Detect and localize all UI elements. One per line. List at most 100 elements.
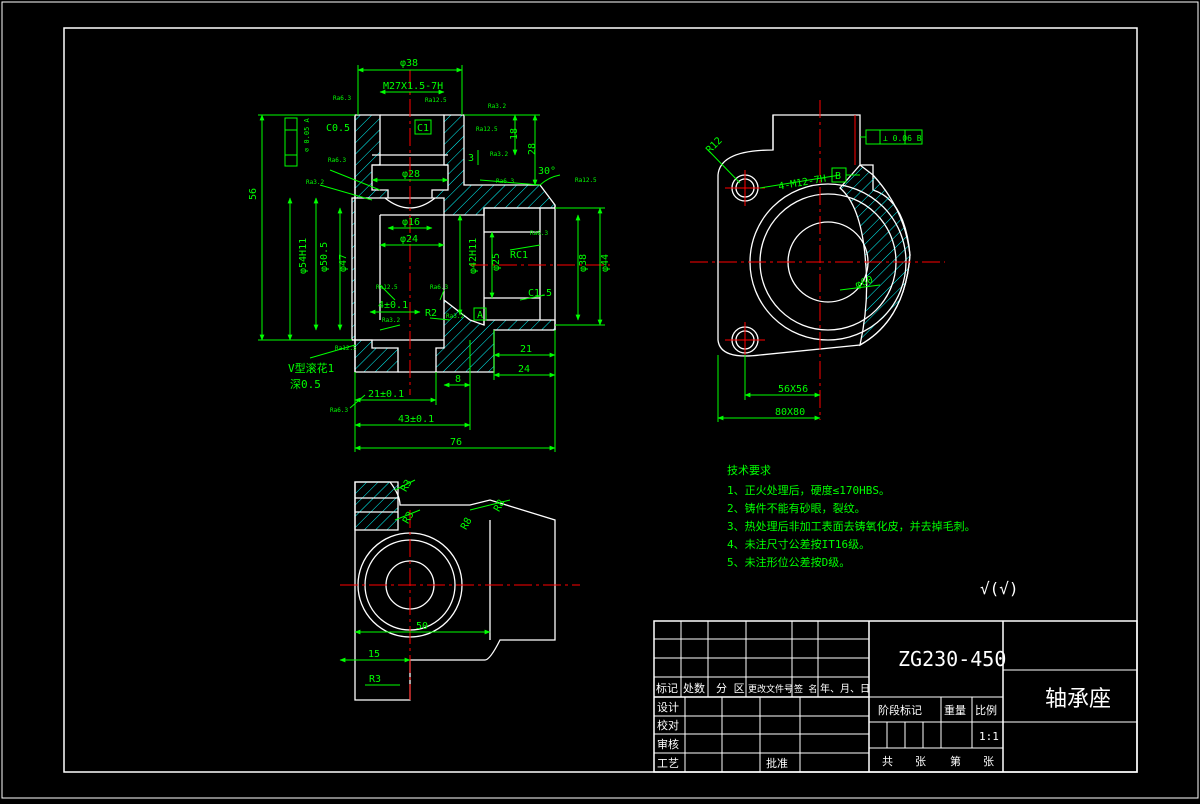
ra-5: Ra3.2 <box>490 151 508 158</box>
hdr-date: 年、月、日 <box>820 682 870 695</box>
bottom-hatch <box>354 481 399 531</box>
side-view <box>690 100 945 420</box>
dim-r3-mid: R3 <box>401 510 417 526</box>
part-name: 轴承座 <box>1045 687 1111 712</box>
note-4: 4、未注尺寸公差按IT16级。 <box>727 537 870 551</box>
hdr-sign: 签 名 <box>794 683 817 695</box>
dim-r3-bottom: R3 <box>369 674 381 685</box>
groove-depth: 深0.5 <box>290 378 321 391</box>
total-label: 共 <box>882 755 893 768</box>
bottom-view <box>340 481 580 701</box>
dim-d38-top: φ38 <box>400 58 418 69</box>
ra-12: Ra3.2 <box>382 317 400 324</box>
front-hatch-left <box>351 114 399 373</box>
inner-border <box>63 27 1138 773</box>
dim-50: 50 <box>416 621 428 632</box>
dim-r12: R12 <box>704 135 725 156</box>
dim-d47: φ47 <box>338 254 349 272</box>
sheetno-label: 第 <box>950 754 961 768</box>
dim-15: 15 <box>368 649 380 660</box>
bottom-dimension-lines <box>339 479 511 686</box>
row-review: 审核 <box>657 737 679 751</box>
tol-frame-front: ⊘ 0.05 A <box>303 117 311 152</box>
row-approve: 批准 <box>766 756 788 770</box>
row-design: 设计 <box>657 701 679 714</box>
ra-13: Ra6.3 <box>530 230 548 237</box>
dim-d25: φ25 <box>491 253 502 271</box>
dim-d28: φ28 <box>402 169 420 180</box>
dim-56: 56 <box>248 188 259 200</box>
ra-3: Ra3.2 <box>488 103 506 110</box>
title-block-text: ZG230-450 轴承座 标记 处数 分 区 更改文件号 签 名 年、月、日 … <box>656 647 1111 770</box>
ra-15: Ra3.2 <box>446 313 464 320</box>
dim-r2: R2 <box>425 308 437 319</box>
dim-56x56: 56X56 <box>778 384 808 395</box>
stage-mark: 阶段标记 <box>878 703 922 717</box>
ra-4: Ra12.5 <box>476 126 498 133</box>
hdr-count: 处数 <box>683 682 705 695</box>
note-3: 3、热处理后非加工表面去铸氧化皮，并去掉毛刺。 <box>727 519 976 533</box>
ra-9: Ra12.5 <box>575 177 597 184</box>
hdr-docno: 更改文件号 <box>748 683 793 695</box>
technical-notes: 技术要求 1、正火处理后，硬度≤170HBS。 2、铸件不能有砂眼，裂纹。 3、… <box>727 464 1019 598</box>
roughness-marks: Ra6.3 Ra12.5 Ra3.2 Ra12.5 Ra3.2 Ra6.3 Ra… <box>306 95 597 414</box>
ra-2: Ra12.5 <box>425 97 447 104</box>
front-hatch-bottom <box>435 215 556 373</box>
notes-title: 技术要求 <box>727 464 771 477</box>
bottom-labels: R3 R3 R8 R8 50 15 R3 <box>368 478 508 685</box>
sheets-label: 张 <box>915 755 926 768</box>
ra-16: Ra6.3 <box>330 407 348 414</box>
dim-angle30: 30° <box>538 166 556 177</box>
ra-10: Ra12.5 <box>376 284 398 291</box>
row-check: 校对 <box>657 718 679 732</box>
dim-18: 18 <box>509 128 520 140</box>
dim-24: 24 <box>518 364 530 375</box>
title-block <box>653 620 1138 773</box>
dim-4: 4±0.1 <box>378 300 408 311</box>
ra-8: Ra6.3 <box>496 178 514 185</box>
dim-d16: φ16 <box>402 217 420 228</box>
dim-d50: φ50.5 <box>319 242 330 272</box>
front-section-view <box>351 70 610 395</box>
dim-76: 76 <box>450 437 462 448</box>
dim-d24: φ24 <box>400 234 418 245</box>
side-dimension-lines <box>707 129 923 422</box>
ra-7: Ra3.2 <box>306 179 324 186</box>
dim-d38-right: φ38 <box>578 254 589 272</box>
dim-3: 3 <box>468 153 474 164</box>
front-dimension-labels: φ38 M27X1.5-7H C0.5 C1 φ28 φ16 φ24 56 φ5… <box>248 58 611 448</box>
scale-label: 比例 <box>975 703 997 717</box>
sheets2-label: 张 <box>983 755 994 768</box>
front-dimension-lines <box>258 65 605 452</box>
tol-frame-side: ⊥ 0.06 B <box>883 134 922 143</box>
dim-28: 28 <box>527 143 538 155</box>
row-process: 工艺 <box>657 757 679 770</box>
side-hatch <box>839 164 911 347</box>
dim-r3-top: R3 <box>399 478 415 494</box>
material-label: ZG230-450 <box>898 647 1006 671</box>
surface-symbol: √(√) <box>980 579 1019 598</box>
dim-rc1: RC1 <box>510 250 528 261</box>
hdr-zone: 分 区 <box>716 682 745 695</box>
dim-43: 43±0.1 <box>398 414 434 425</box>
dim-80x80: 80X80 <box>775 407 805 418</box>
datum-b: B <box>835 171 841 182</box>
note-1: 1、正火处理后，硬度≤170HBS。 <box>727 483 890 497</box>
dim-thread: M27X1.5-7H <box>383 81 443 92</box>
dim-c15: C1.5 <box>528 288 552 299</box>
weight-label: 重量 <box>944 703 966 717</box>
ra-6: Ra6.3 <box>328 157 346 164</box>
datum-a: A <box>477 310 483 321</box>
dim-d54h11: φ54H11 <box>298 238 309 274</box>
dim-c1: C1 <box>417 123 429 134</box>
dim-d44: φ44 <box>600 254 611 272</box>
front-hatch-right <box>431 114 556 216</box>
dim-21: 21 <box>520 344 532 355</box>
dim-8: 8 <box>455 374 461 385</box>
note-2: 2、铸件不能有砂眼，裂纹。 <box>727 501 866 515</box>
scale-value: 1:1 <box>979 730 999 743</box>
ra-14: Ra12.5 <box>335 345 357 352</box>
dim-r8: R8 <box>459 516 475 532</box>
